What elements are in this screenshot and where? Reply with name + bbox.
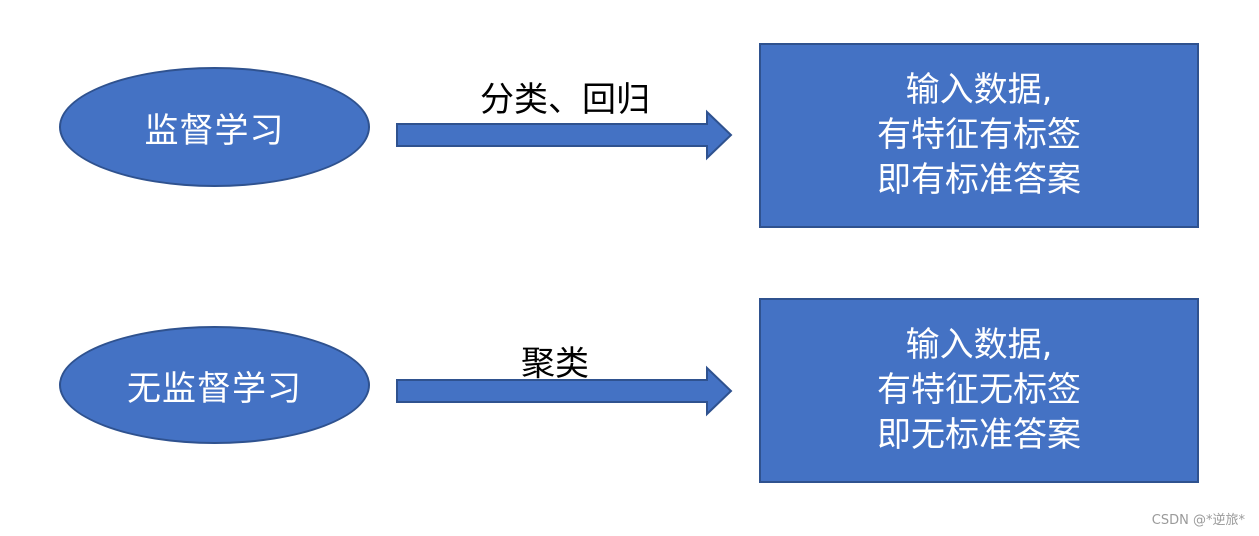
box-line: 即无标准答案 [877, 415, 1081, 455]
supervised-description-box: 输入数据, 有特征有标签 即有标准答案 [759, 43, 1199, 228]
clustering-label: 聚类 [521, 344, 589, 384]
supervised-learning-label: 监督学习 [144, 110, 285, 151]
box-line: 有特征无标签 [877, 370, 1081, 410]
box-line: 有特征有标签 [877, 115, 1081, 155]
box-line: 即有标准答案 [877, 160, 1081, 200]
right-arrow-icon [396, 365, 733, 417]
unsupervised-learning-ellipse: 无监督学习 [59, 326, 370, 444]
supervised-learning-ellipse: 监督学习 [59, 67, 370, 187]
right-arrow-icon [396, 109, 733, 161]
unsupervised-description-box: 输入数据, 有特征无标签 即无标准答案 [759, 298, 1199, 483]
unsupervised-learning-label: 无监督学习 [127, 368, 302, 409]
box-line: 输入数据, [905, 325, 1053, 365]
box-line: 输入数据, [905, 70, 1053, 110]
watermark-text: CSDN @*逆旅* [1151, 513, 1245, 528]
classification-regression-label: 分类、回归 [480, 80, 650, 120]
